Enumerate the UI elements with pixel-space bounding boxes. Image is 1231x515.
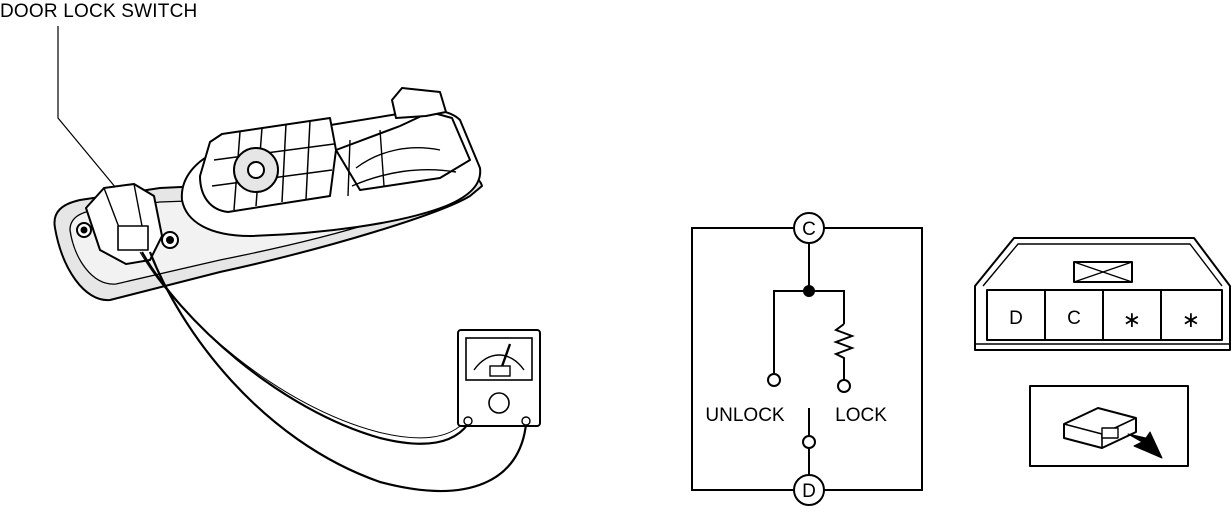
circuit-schematic <box>691 227 923 491</box>
terminal-c-label: C <box>802 219 816 240</box>
lock-label: LOCK <box>835 405 887 426</box>
connector-face <box>974 237 1231 351</box>
connector-pin-4: ∗ <box>1182 307 1200 332</box>
connector-pin-1: D <box>1009 308 1023 329</box>
connector-view-inset <box>1029 385 1189 467</box>
handle-lever-body <box>180 87 482 237</box>
door-lock-switch-body <box>76 183 179 265</box>
tester-leads <box>139 251 528 493</box>
terminal-c: C <box>793 212 825 244</box>
connector-pin-2: C <box>1067 308 1081 329</box>
terminal-d-label: D <box>802 481 816 502</box>
multimeter <box>457 329 541 427</box>
leader-line <box>57 26 117 189</box>
connector-pin-3: ∗ <box>1123 307 1141 332</box>
unlock-label: UNLOCK <box>705 405 785 426</box>
terminal-d: D <box>793 474 825 506</box>
door-lock-switch-label: DOOR LOCK SWITCH <box>0 1 198 22</box>
